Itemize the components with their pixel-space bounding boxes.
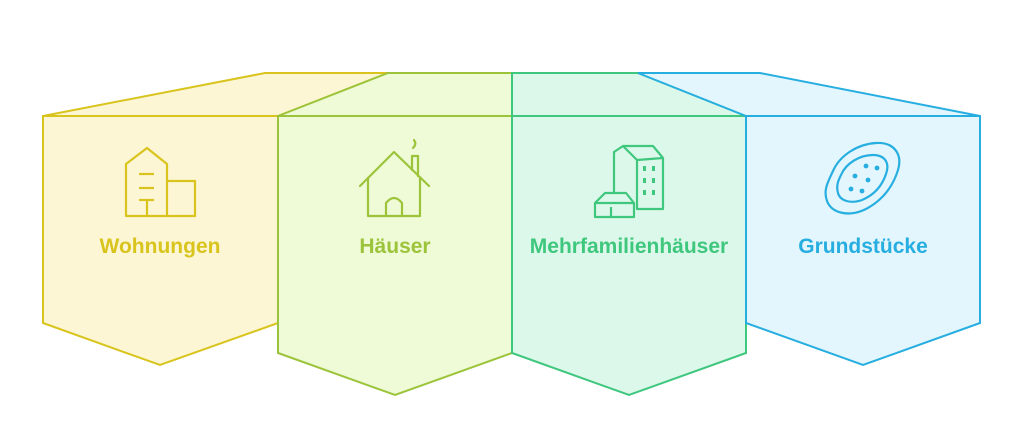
card-front-face — [745, 115, 981, 367]
multi-family-buildings-icon — [593, 144, 665, 219]
label-mehrfamilienhaeuser: Mehrfamilienhäuser — [529, 235, 729, 258]
land-plot-icon — [824, 141, 901, 215]
label-wohnungen: Wohnungen — [99, 235, 221, 258]
card-wohnungen — [42, 72, 389, 367]
apartment-building-icon — [124, 146, 197, 218]
card-grundstuecke — [637, 72, 981, 367]
card-front-face — [511, 115, 747, 397]
label-grundstuecke: Grundstücke — [798, 235, 928, 258]
card-haeuser — [277, 72, 513, 397]
card-front-face — [42, 115, 279, 367]
card-mehrfamilienhaeuser — [511, 72, 747, 397]
house-icon — [358, 138, 431, 218]
card-front-face — [277, 115, 513, 397]
label-haeuser: Häuser — [359, 235, 431, 258]
